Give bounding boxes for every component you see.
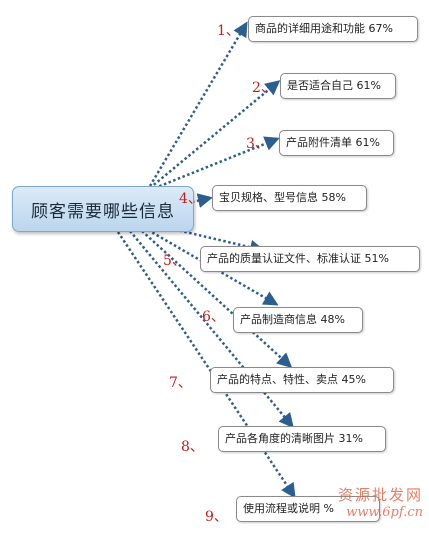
info-item-label: 产品的特点、特性、卖点 45% <box>217 373 366 386</box>
central-topic: 顾客需要哪些信息 <box>12 186 194 232</box>
item-number-2: 2、 <box>252 80 275 96</box>
watermark-url: www.6pf.cn <box>346 505 423 520</box>
watermark-site-name: 资源批发网 <box>337 486 423 504</box>
item-number-5: 5、 <box>163 253 186 269</box>
info-item-6: 产品制造商信息 48% <box>233 307 363 333</box>
info-item-7: 产品的特点、特性、卖点 45% <box>210 367 394 393</box>
info-item-4: 宝贝规格、型号信息 58% <box>212 185 367 211</box>
info-item-label: 是否适合自己 61% <box>287 79 381 92</box>
connector-arrow-4 <box>191 193 213 208</box>
central-topic-label: 顾客需要哪些信息 <box>31 201 175 222</box>
info-item-2: 是否适合自己 61% <box>280 73 396 99</box>
item-number-4: 4、 <box>179 191 202 207</box>
item-number-8: 8、 <box>181 439 204 455</box>
item-number-1: 1、 <box>217 23 240 39</box>
info-item-label: 使用流程或说明 % <box>243 502 334 515</box>
info-item-label: 宝贝规格、型号信息 58% <box>219 191 346 204</box>
connector-arrow-1 <box>148 21 248 187</box>
item-number-6: 6、 <box>202 309 225 325</box>
info-item-label: 产品制造商信息 48% <box>240 313 345 326</box>
item-number-7: 7、 <box>169 375 192 391</box>
info-item-5: 产品的质量认证文件、标准认证 51% <box>200 246 420 272</box>
info-item-label: 产品的质量认证文件、标准认证 51% <box>207 252 389 265</box>
item-number-3: 3、 <box>246 136 269 152</box>
info-item-label: 产品各角度的清晰图片 31% <box>225 432 363 445</box>
watermark: 资源批发网 www.6pf.cn <box>338 484 423 520</box>
info-item-3: 产品附件清单 61% <box>279 130 394 156</box>
connector-arrow-8 <box>129 230 294 429</box>
info-item-1: 商品的详细用途和功能 67% <box>248 16 418 42</box>
connector-arrow-7 <box>141 230 293 369</box>
info-item-8: 产品各角度的清晰图片 31% <box>218 426 386 452</box>
info-item-label: 产品附件清单 61% <box>286 136 380 149</box>
item-number-9: 9、 <box>205 509 228 525</box>
info-item-9: 使用流程或说明 % <box>236 496 380 522</box>
info-item-label: 商品的详细用途和功能 67% <box>255 22 393 35</box>
